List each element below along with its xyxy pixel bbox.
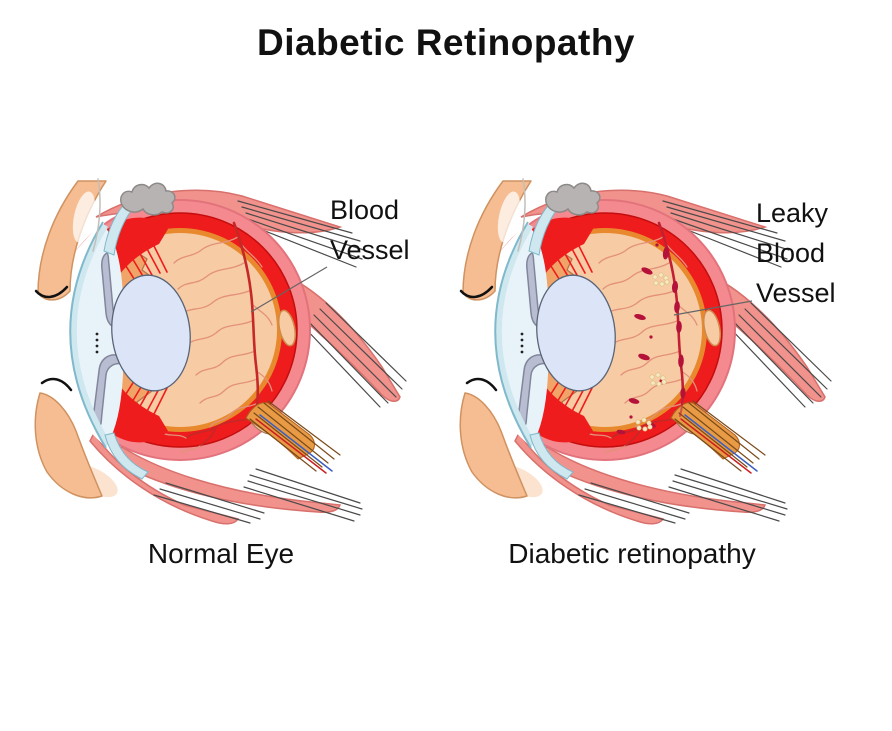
microaneurysms	[616, 243, 686, 435]
diabetic-eye-illustration	[435, 175, 855, 525]
leaky-label-line1: Leaky	[756, 198, 829, 228]
blood-vessel-label-line2: Vessel	[330, 235, 410, 265]
diabetic-lesions-overlay	[616, 222, 686, 435]
diabetic-eye-caption: Diabetic retinopathy	[508, 538, 756, 569]
leaky-label-line3: Vessel	[756, 278, 836, 308]
hard-exudates	[635, 272, 670, 432]
normal-eye-illustration	[10, 175, 430, 525]
leaky-blood-vessel-label: Leaky Blood Vessel	[756, 193, 836, 313]
page-title: Diabetic Retinopathy	[257, 22, 635, 63]
leaky-vessel-pointer-line	[673, 300, 753, 316]
blood-vessel-label: Blood Vessel	[330, 190, 410, 270]
leaky-label-line2: Blood	[756, 238, 826, 268]
normal-eye-caption: Normal Eye	[147, 538, 295, 569]
blood-vessel-label-line1: Blood	[330, 195, 400, 225]
blood-vessel-pointer-line	[250, 266, 328, 313]
